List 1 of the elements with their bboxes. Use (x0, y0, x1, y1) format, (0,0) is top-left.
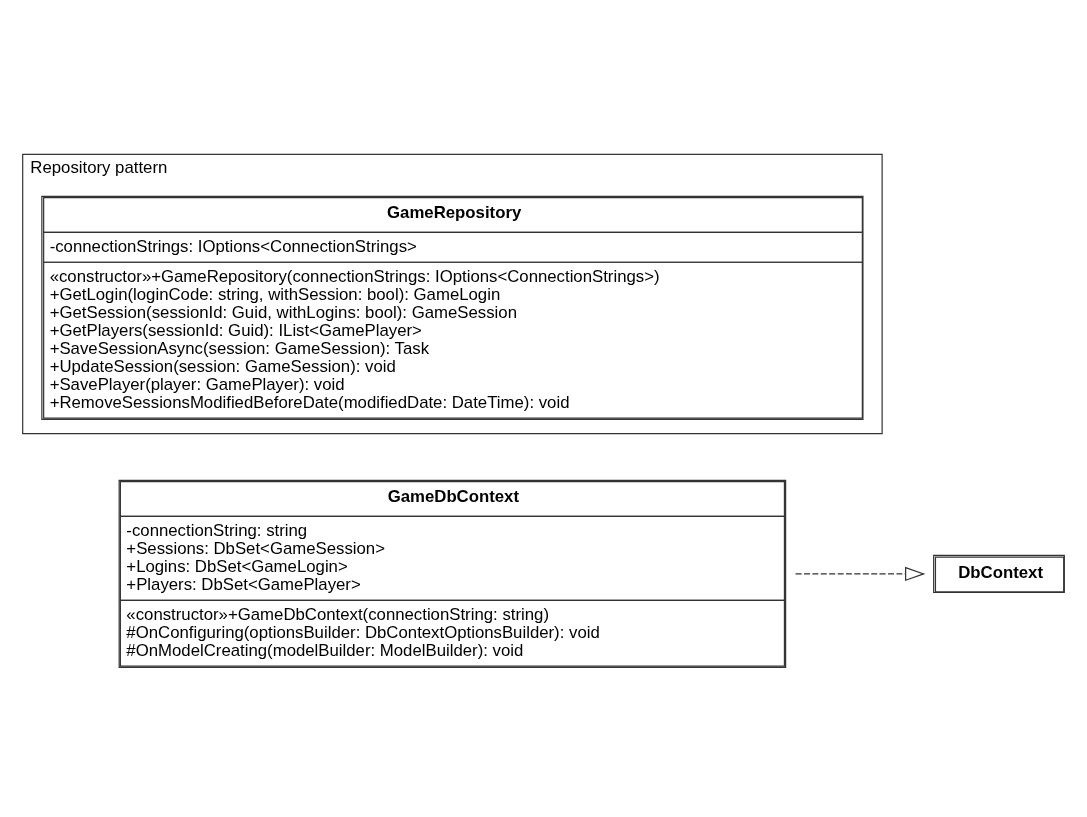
arrow (794, 566, 926, 582)
